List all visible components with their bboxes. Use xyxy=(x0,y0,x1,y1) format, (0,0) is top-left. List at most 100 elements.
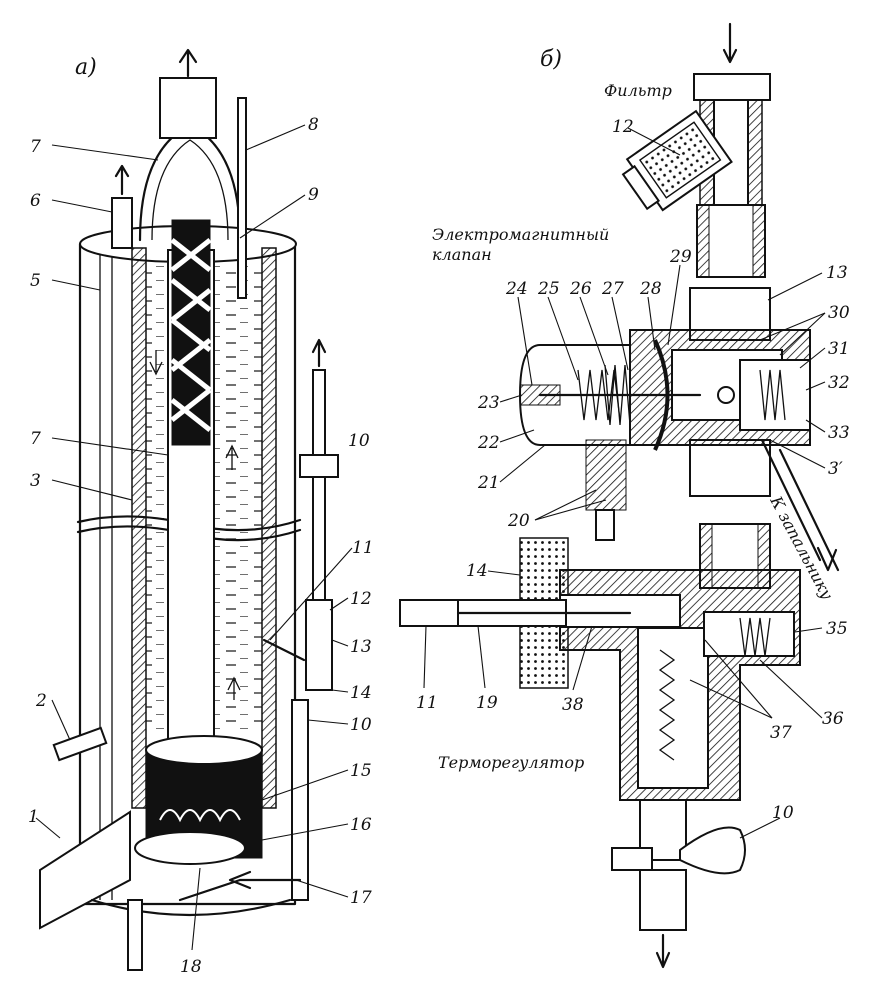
label-17: 17 xyxy=(350,888,372,908)
label-15: 15 xyxy=(350,761,372,781)
exhaust-arrow xyxy=(178,48,198,78)
pilot-tube xyxy=(760,438,822,562)
label-b-14: 14 xyxy=(466,561,488,581)
hot-water-arrow xyxy=(114,164,130,196)
caption-valve-line1: Электромагнитный xyxy=(432,225,609,244)
chimney-pipe xyxy=(159,77,217,139)
outlet-pipe-lower xyxy=(639,869,687,931)
draft-hood-inner xyxy=(151,139,229,241)
thermostat-assembly xyxy=(399,523,801,969)
panel-label-a: а) xyxy=(75,55,97,80)
sensor-tip-11 xyxy=(399,599,461,627)
pilot-arrow xyxy=(816,546,838,572)
label-b-35: 35 xyxy=(826,619,848,639)
tank-wall-left xyxy=(131,247,147,809)
spring-35 xyxy=(739,617,771,657)
label-6: 6 xyxy=(30,191,41,211)
membrane-28 xyxy=(653,339,670,451)
label-b-26: 26 xyxy=(569,279,592,299)
spring-chamber xyxy=(637,627,709,789)
label-b-3prime: 3′ xyxy=(828,459,843,479)
filter-cap xyxy=(621,164,661,211)
solenoid-valve xyxy=(518,287,840,572)
label-3: 3 xyxy=(30,471,41,491)
casing-base xyxy=(90,898,292,917)
label-b-10: 10 xyxy=(772,803,794,823)
spring-25 xyxy=(577,369,621,421)
water-volume-left xyxy=(146,262,168,732)
label-b-23: 23 xyxy=(477,393,500,413)
spring-32 xyxy=(759,369,786,421)
label-14: 14 xyxy=(350,683,372,703)
thermocouple-lead xyxy=(595,509,615,541)
hot-water-outlet xyxy=(111,197,133,249)
gas-pipe-lower xyxy=(291,699,309,901)
label-10-top: 10 xyxy=(348,431,370,451)
label-7-mid: 7 xyxy=(30,429,41,449)
water-inlet-2 xyxy=(52,726,108,762)
label-8: 8 xyxy=(308,115,319,135)
label-b-25: 25 xyxy=(537,279,560,299)
thermoregulator-body xyxy=(305,599,333,691)
leaders-a xyxy=(35,124,353,951)
tank-wall-right xyxy=(261,247,277,809)
thermostat-bore xyxy=(559,594,681,628)
label-5: 5 xyxy=(30,271,41,291)
filter-outlet-wall-l xyxy=(696,204,710,278)
caption-valve-line2: клапан xyxy=(432,245,492,264)
label-b-37: 37 xyxy=(770,723,792,743)
spring-37 xyxy=(658,649,676,761)
label-b-20: 20 xyxy=(507,511,530,531)
panel-b-labels: б) Фильтр Электромагнитный клапан Термор… xyxy=(416,47,850,823)
access-door xyxy=(39,810,131,930)
filter-assembly xyxy=(621,22,771,278)
thermocouple-plug xyxy=(585,439,627,511)
label-18: 18 xyxy=(180,957,202,977)
panel-a-labels: а) 7 6 8 9 5 7 3 10 11 12 13 14 10 15 16… xyxy=(28,55,374,977)
leaders-b xyxy=(423,127,826,839)
label-10-bottom: 10 xyxy=(350,715,372,735)
caption-filter: Фильтр xyxy=(604,81,672,100)
chamber-top xyxy=(145,735,263,765)
gas-in-arrow xyxy=(722,22,738,64)
sensor-rod xyxy=(262,638,306,662)
gas-arrow xyxy=(311,338,327,368)
label-b-11: 11 xyxy=(416,693,438,713)
label-13: 13 xyxy=(350,637,372,657)
spring-26 xyxy=(604,364,631,426)
flow-arrow-2 xyxy=(225,444,239,470)
filter-outlet-wall-r xyxy=(752,204,766,278)
label-11: 11 xyxy=(352,538,374,558)
gas-out-arrow xyxy=(655,933,671,969)
label-b-19: 19 xyxy=(476,693,498,713)
burner-feed xyxy=(178,878,302,902)
label-b-21: 21 xyxy=(477,473,500,493)
turbulator-spiral xyxy=(170,238,212,432)
label-b-12: 12 xyxy=(612,117,634,137)
label-b-36: 36 xyxy=(822,709,844,729)
heater-figure xyxy=(39,48,339,971)
label-b-27: 27 xyxy=(601,279,624,299)
label-b-22: 22 xyxy=(477,433,500,453)
label-9: 9 xyxy=(308,185,319,205)
water-volume xyxy=(214,262,262,732)
label-12: 12 xyxy=(350,589,372,609)
leg xyxy=(127,899,143,971)
caption-thermostat: Терморегулятор xyxy=(438,753,584,772)
valve-seat-35 xyxy=(703,611,795,657)
label-b-24: 24 xyxy=(505,279,528,299)
burner-plate xyxy=(134,831,246,865)
panel-label-b: б) xyxy=(540,47,562,72)
filter-inlet xyxy=(693,73,771,101)
label-16: 16 xyxy=(350,815,372,835)
gas-pipe xyxy=(312,369,326,601)
label-b-13: 13 xyxy=(826,263,848,283)
outlet-nut xyxy=(611,847,653,871)
cock-handle-10 xyxy=(679,826,746,875)
pilot-tube-2 xyxy=(778,448,840,572)
flow-arrow-1 xyxy=(149,350,163,376)
flow-arrow-3 xyxy=(227,676,241,700)
label-b-31: 31 xyxy=(828,339,850,359)
label-b-28: 28 xyxy=(639,279,662,299)
